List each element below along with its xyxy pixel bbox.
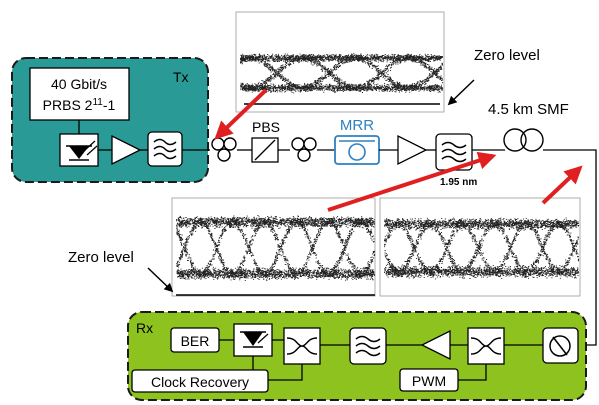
- eye-pointer-arrow-filter: [327, 151, 497, 212]
- polarization-controller-icon-1: [211, 137, 237, 162]
- tx-panel: Tx 40 Gbit/s PRBS 211-1: [11, 57, 210, 183]
- ber-label: BER: [181, 333, 210, 349]
- fiber-spool-icon: [503, 128, 544, 152]
- prbs-source-box: [29, 67, 130, 121]
- mrr-label: MRR: [340, 117, 374, 134]
- pwm-label: PWM: [412, 373, 446, 389]
- rx-panel: Rx BER Clock Recovery: [127, 311, 587, 401]
- eye-diagram-left: [171, 197, 376, 297]
- eye-pointer-arrow-tx: [214, 88, 268, 140]
- zero-level-arrow-left: [147, 267, 174, 293]
- polarization-rotator-icon: [542, 327, 579, 364]
- filter-bandwidth-label: 1.95 nm: [440, 177, 477, 188]
- pwm-box: [399, 368, 459, 392]
- mrr-icon: [334, 135, 380, 165]
- amplifier-icon-link: [397, 134, 428, 166]
- amplifier-icon-tx: [111, 134, 142, 166]
- pbs-label: PBS: [252, 119, 280, 135]
- clock-recovery-box: [131, 369, 269, 393]
- tx-panel-label: Tx: [173, 69, 189, 85]
- coupler-icon-rx-1: [283, 327, 321, 365]
- zero-level-label-left: Zero level: [68, 249, 134, 266]
- eye-diagram-right: [379, 197, 581, 297]
- polarization-controller-icon-2: [291, 137, 317, 162]
- eye-trace: [384, 217, 580, 280]
- eye-trace: [176, 215, 376, 282]
- rx-panel-label: Rx: [136, 320, 153, 336]
- prbs-pattern-label: PRBS 211-1: [43, 97, 116, 113]
- clock-recovery-label: Clock Recovery: [151, 374, 249, 390]
- fiber-label: 4.5 km SMF: [488, 101, 569, 118]
- eye-pointer-arrow-fiber: [541, 165, 583, 205]
- pbs-icon: [251, 137, 279, 163]
- coupler-icon-rx-2: [467, 327, 505, 365]
- eye-diagram-top: [235, 11, 445, 113]
- optical-filter-icon-tx: [147, 131, 183, 167]
- rx-photodiode-icon: [233, 323, 273, 357]
- prbs-rate-label: 40 Gbit/s: [51, 76, 107, 92]
- zero-level-arrow-top: [447, 79, 475, 106]
- optical-filter-icon-rx: [349, 327, 387, 365]
- zero-level-label-top: Zero level: [474, 47, 540, 64]
- photodiode-icon: [59, 133, 99, 167]
- eye-trace: [240, 53, 444, 94]
